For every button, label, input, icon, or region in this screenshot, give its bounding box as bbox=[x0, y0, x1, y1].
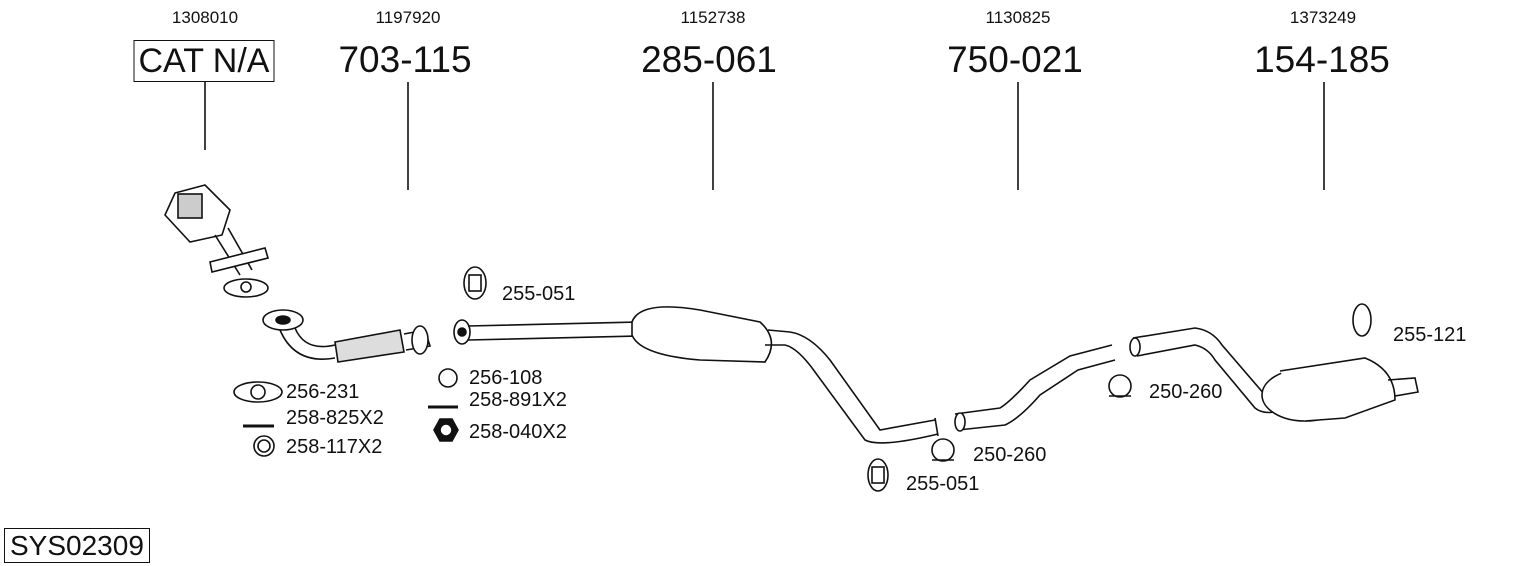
catalytic-converter-part bbox=[164, 184, 270, 298]
fitting-label[interactable]: 256-231 bbox=[286, 381, 360, 403]
system-code: SYS02309 bbox=[4, 528, 150, 563]
fitting-label[interactable]: 255-051 bbox=[906, 473, 980, 495]
middle-muffler-part bbox=[453, 306, 939, 444]
fitting-label[interactable]: 258-891X2 bbox=[469, 389, 567, 411]
fitting-label[interactable]: 255-121 bbox=[1393, 324, 1467, 346]
leader-lines bbox=[204, 82, 1325, 190]
part-number[interactable]: 154-185 bbox=[1254, 39, 1390, 80]
part-number[interactable]: 703-115 bbox=[338, 39, 472, 80]
part-number[interactable]: 750-021 bbox=[947, 39, 1083, 80]
column-code: 1197920 bbox=[375, 8, 441, 27]
column-code: 1308010 bbox=[171, 8, 239, 27]
fitting-label[interactable]: 250-260 bbox=[1149, 381, 1223, 403]
fitting-label[interactable]: 250-260 bbox=[973, 444, 1047, 466]
fitting-label[interactable]: 258-040X2 bbox=[469, 421, 567, 443]
part-number[interactable]: 285-061 bbox=[641, 39, 777, 80]
column-code: 1373249 bbox=[1289, 8, 1357, 27]
intermediate-pipe-part bbox=[954, 344, 1116, 432]
column-code: 1152738 bbox=[680, 8, 746, 27]
rear-muffler-part bbox=[1129, 327, 1419, 422]
fitting-label[interactable]: 255-051 bbox=[502, 283, 576, 305]
fitting-label[interactable]: 258-825X2 bbox=[286, 407, 384, 429]
column-code: 1130825 bbox=[985, 8, 1051, 27]
front-pipe-part bbox=[262, 309, 432, 363]
fitting-label[interactable]: 258-117X2 bbox=[286, 436, 383, 458]
fitting-icons bbox=[233, 266, 1372, 492]
fitting-label[interactable]: 256-108 bbox=[469, 367, 543, 389]
part-number-cat[interactable]: CAT N/A bbox=[133, 40, 275, 82]
